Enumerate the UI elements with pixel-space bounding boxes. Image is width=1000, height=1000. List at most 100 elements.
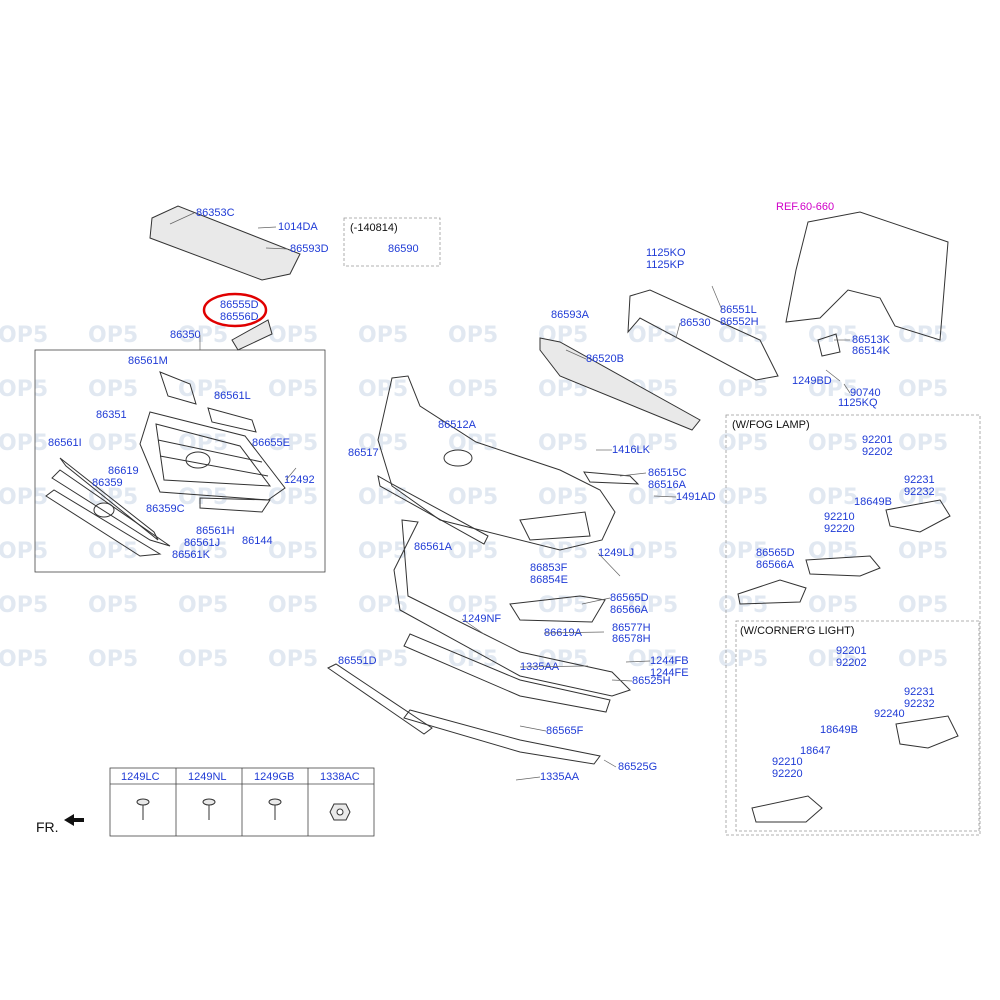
leader-line (169, 212, 195, 225)
watermark-text: OP5 (0, 323, 48, 348)
part-number-label: 92210 (772, 756, 803, 768)
watermark-text: OP5 (718, 593, 768, 618)
part-number-label: 18647 (800, 745, 831, 757)
watermark-text: OP5 (0, 539, 48, 564)
fender-shape (785, 211, 949, 341)
watermark-text: OP5 (0, 431, 48, 456)
variant-box (343, 217, 441, 267)
part-number-label: 92201 (862, 434, 893, 446)
watermark-text: OP5 (538, 593, 588, 618)
watermark-text: OP5 (178, 539, 228, 564)
part-number-label: 86561A (414, 541, 453, 553)
fog-recess-shape (519, 511, 591, 541)
watermark-text: OP5 (178, 647, 228, 672)
leader-line (257, 226, 277, 229)
fender-bracket-shape (817, 333, 841, 357)
watermark-text: OP5 (358, 593, 408, 618)
watermark-text: OP5 (808, 485, 858, 510)
part-number-label: 86512A (438, 419, 477, 431)
bumper-cover-shape (377, 375, 616, 551)
watermark-text: OP5 (0, 377, 48, 402)
part-number-label: 86593D (290, 243, 329, 255)
part-number-label: 86520B (586, 353, 624, 365)
leader-line (519, 725, 547, 732)
part-number-label: 92231 (904, 474, 935, 486)
screw-icon (268, 798, 282, 820)
corner-light-box (735, 620, 980, 832)
watermark-text: OP5 (898, 647, 948, 672)
front-label: FR. (36, 819, 59, 835)
leader-line (711, 285, 723, 311)
bracket-shape (231, 319, 273, 351)
part-number-label: 18649B (854, 496, 892, 508)
molding-strip (51, 469, 171, 547)
garnish-shape (327, 663, 433, 735)
screw-icon (136, 798, 150, 820)
molding-strip (59, 457, 159, 541)
leader-line (843, 383, 851, 394)
part-number-label: 92202 (862, 446, 893, 458)
leader-line (625, 660, 651, 663)
part-number-label: 86513K (852, 334, 891, 346)
watermark-text: OP5 (178, 485, 228, 510)
molding-strip (45, 489, 162, 557)
part-number-label: 86551D (338, 655, 377, 667)
fastener-header: 1249LC (121, 771, 160, 783)
part-number-label: 86556D (220, 311, 259, 323)
leader-line (597, 552, 621, 577)
watermark-text: OP5 (718, 647, 768, 672)
part-number-label: 1244FE (650, 667, 689, 679)
leader-line (611, 679, 633, 682)
watermark-text: OP5 (448, 377, 498, 402)
grille-bar (157, 439, 263, 463)
watermark-text: OP5 (808, 593, 858, 618)
watermark-text: OP5 (898, 377, 948, 402)
fog-lamp-shape (885, 499, 951, 533)
leader-line (619, 472, 647, 477)
nut-icon (329, 803, 351, 821)
watermark-text: OP5 (88, 323, 138, 348)
watermark-text: OP5 (88, 593, 138, 618)
part-number-label: 86525H (632, 675, 671, 687)
part-number-label: 92240 (874, 708, 905, 720)
watermark-text: OP5 (628, 485, 678, 510)
part-number-label: 86655E (252, 437, 290, 449)
fastener-header: 1249GB (254, 771, 294, 783)
corner-cover-shape (751, 795, 823, 823)
fastener-header: 1338AC (320, 771, 360, 783)
part-number-label: 1249BD (792, 375, 832, 387)
watermark-text: OP5 (358, 377, 408, 402)
watermark-text: OP5 (358, 431, 408, 456)
part-number-label: 86853F (530, 562, 568, 574)
part-drawings (34, 205, 981, 836)
watermark-text: OP5 (718, 377, 768, 402)
part-number-label: 92232 (904, 486, 935, 498)
part-number-label: 92210 (824, 511, 855, 523)
part-number-label: 1491AD (676, 491, 716, 503)
watermark-text: OP5 (358, 323, 408, 348)
part-number-label: 86555D (220, 299, 259, 311)
lower-grille-shape (377, 475, 489, 545)
watermark-text: OP5 (268, 377, 318, 402)
part-number-label: 86619 (108, 465, 139, 477)
leader-line (519, 665, 589, 668)
bracket-86515C (583, 471, 640, 485)
part-number-label: 86561J (184, 537, 220, 549)
part-number-label: 92220 (772, 768, 803, 780)
leader-line (265, 247, 289, 250)
watermark-text: OP5 (448, 323, 498, 348)
watermark-text: OP5 (448, 593, 498, 618)
part-number-label: 86525G (618, 761, 657, 773)
watermark-text: OP5 (448, 431, 498, 456)
watermark-text: OP5 (808, 539, 858, 564)
watermark-text: OP5 (0, 647, 48, 672)
watermark-text: OP5 (628, 593, 678, 618)
engine-cover-shape (149, 205, 301, 281)
watermark-text: OP5 (268, 485, 318, 510)
leader-lines (169, 212, 851, 781)
part-number-label: 1416LK (612, 444, 651, 456)
skid-plate-shape (403, 709, 601, 765)
part-number-label: 86590 (388, 243, 419, 255)
part-number-label: 90740 (850, 387, 881, 399)
emblem-shape (185, 451, 211, 469)
